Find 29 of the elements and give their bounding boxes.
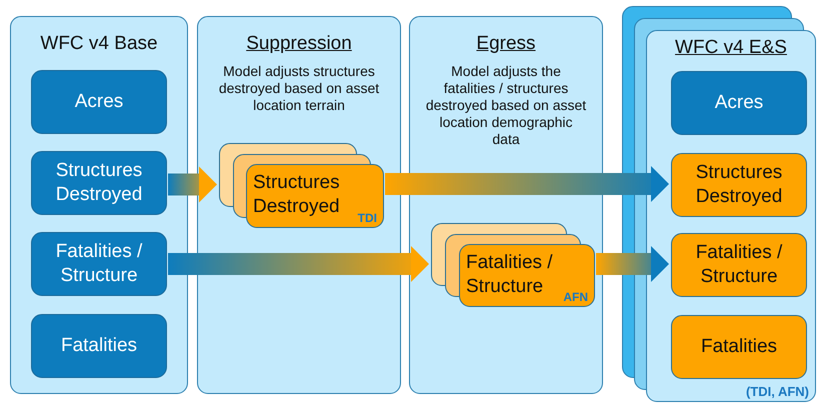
metric-box: Fatalities / Structure	[671, 233, 807, 297]
metric-box: Fatalities	[671, 315, 807, 379]
column-panel	[646, 30, 816, 402]
panel-heading: WFC v4 Base	[39, 33, 159, 55]
stacked-cards	[219, 143, 384, 228]
panel-heading: Suppression	[245, 33, 353, 55]
column-panel	[10, 16, 188, 394]
card-label: Structures Destroyed	[253, 171, 341, 219]
metric-box: Fatalities / Structure	[31, 232, 167, 296]
card-label: Fatalities / Structure	[466, 251, 554, 299]
stacked-cards	[431, 223, 595, 307]
panel-heading: WFC v4 E&S	[674, 37, 788, 59]
metric-box: Acres	[31, 70, 167, 134]
metric-box: Fatalities	[31, 314, 167, 378]
panel-note: (TDI, AFN)	[746, 385, 809, 399]
metric-box: Structures Destroyed	[671, 153, 807, 217]
panel-heading: Egress	[475, 33, 537, 55]
block-arrow	[168, 166, 217, 202]
column-panel	[409, 16, 603, 394]
block-arrow	[168, 246, 429, 282]
model-tag: TDI	[358, 211, 377, 225]
panel-description: Model adjusts structures destroyed based on asset location terrain	[218, 63, 380, 114]
model-tag: AFN	[563, 290, 588, 304]
block-arrow	[385, 166, 669, 202]
column-panel	[197, 16, 401, 394]
block-arrow	[596, 246, 669, 282]
metric-box: Structures Destroyed	[31, 151, 167, 215]
metric-box: Acres	[671, 71, 807, 135]
panel-description: Model adjusts the fatalities / structures destroyed based on asset location demographic data	[424, 63, 588, 148]
